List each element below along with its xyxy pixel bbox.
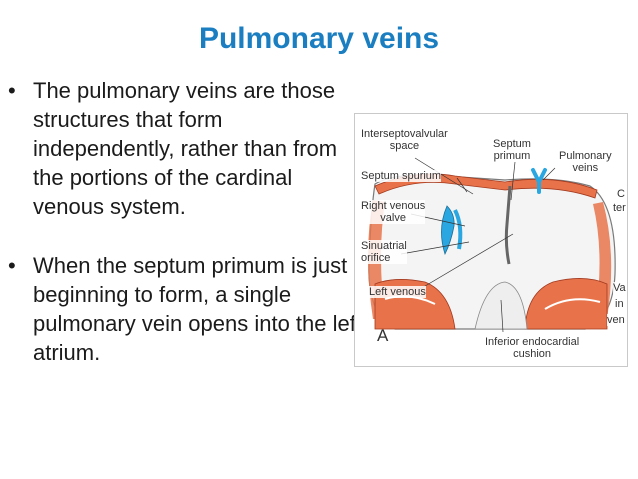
label-pulmonary-veins: Pulmonary veins [559, 150, 612, 174]
heart-diagram-illustration [368, 157, 616, 333]
label-right-venous-valve: Right venous valve [361, 200, 426, 224]
label-left-venous: Left venous [369, 286, 426, 298]
label-right-edge-va: Va [613, 282, 626, 294]
label-septum-spurium: Septum spurium [361, 170, 442, 182]
heart-diagram-figure: Interseptovalvular space Septum primum P… [354, 113, 628, 367]
bullet-list: • The pulmonary veins are those structur… [8, 76, 368, 367]
bullet-marker: • [8, 78, 16, 103]
label-interseptovalvular: Interseptovalvular space [361, 128, 448, 152]
label-inferior-endocardial-cushion: Inferior endocardial cushion [485, 336, 580, 360]
bullet-item: • When the septum primum is just beginni… [8, 251, 368, 367]
label-right-edge-ven: ven [607, 314, 625, 326]
label-sinuatrial-orifice: Sinuatrial orifice [361, 240, 407, 264]
label-right-edge-in: in [615, 298, 624, 310]
bullet-text: When the septum primum is just beginning… [33, 253, 362, 365]
slide-title: Pulmonary veins [198, 22, 440, 55]
bullet-text: The pulmonary veins are those structures… [33, 78, 338, 219]
bullet-item: • The pulmonary veins are those structur… [8, 76, 368, 221]
label-septum-primum: Septum primum [493, 138, 531, 162]
label-right-edge-c: C [617, 188, 625, 200]
bullet-marker: • [8, 253, 16, 278]
panel-letter: A [377, 326, 389, 345]
label-right-edge-ter: ter [613, 202, 626, 214]
